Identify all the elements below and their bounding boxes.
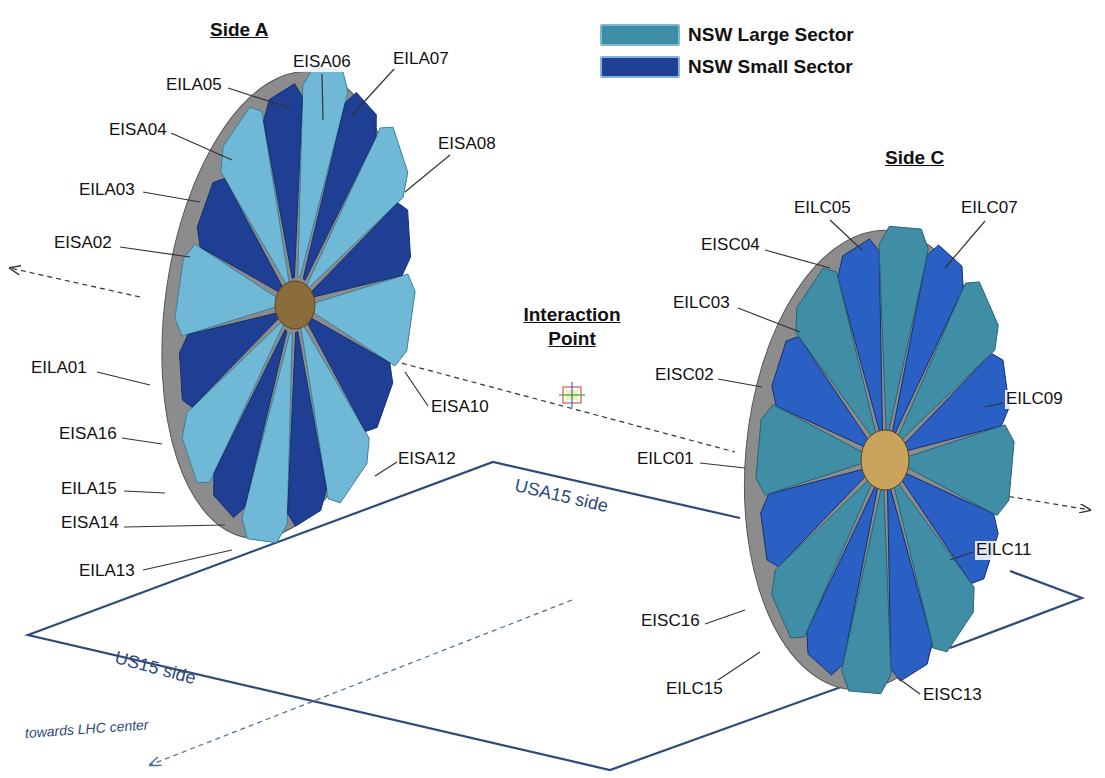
- beam-axis: [1000, 495, 1090, 510]
- sector-label: EILC09: [1005, 390, 1064, 409]
- sector-label: EISA06: [292, 53, 352, 72]
- sector-label: EISC16: [640, 612, 701, 631]
- ip-label: Interaction Point: [502, 303, 642, 351]
- sector-label: EILA13: [78, 562, 136, 581]
- sector-label: EISA08: [437, 135, 497, 154]
- sector: [772, 477, 874, 638]
- sector-label: EISA10: [430, 398, 490, 417]
- sector-label: EILA01: [30, 359, 88, 378]
- sector: [756, 405, 870, 496]
- floor-label: USA15 side: [513, 476, 610, 517]
- legend-swatch: [600, 56, 680, 78]
- legend-swatch: [600, 24, 680, 46]
- sector-label: EISA16: [58, 425, 118, 444]
- sector-label: EISA14: [60, 514, 120, 533]
- sector-label: EILC03: [672, 294, 731, 313]
- sector-label: EILA05: [165, 76, 223, 95]
- side-title: Side A: [210, 20, 268, 41]
- sector-label: EISA04: [108, 121, 168, 140]
- wheel-frame: [726, 220, 1016, 701]
- wheel-hub: [861, 430, 909, 490]
- sector-label: EILA03: [78, 181, 136, 200]
- sector: [180, 312, 281, 407]
- lhc-direction: [150, 600, 572, 765]
- sector-label: EILC01: [636, 450, 695, 469]
- wheel-side-a: [134, 56, 428, 554]
- legend-text: NSW Large Sector: [688, 24, 854, 46]
- sector-label: EILA07: [392, 50, 450, 69]
- sector: [264, 84, 303, 279]
- sector: [309, 203, 410, 298]
- wheel-frame: [134, 56, 428, 554]
- sector-label: EISC02: [654, 366, 715, 385]
- direction-label: towards LHC center: [24, 717, 148, 741]
- legend-text: NSW Small Sector: [688, 56, 853, 78]
- interaction-point: [559, 382, 585, 408]
- sector: [306, 316, 393, 432]
- sector-label: EISA12: [397, 450, 457, 469]
- sector-label: EILC05: [793, 199, 852, 218]
- sector: [900, 425, 1014, 516]
- sector: [893, 479, 974, 652]
- beam-axis: [10, 268, 140, 297]
- sector-label: EISC04: [700, 236, 761, 255]
- sector-label: EILA15: [60, 480, 118, 499]
- side-title: Side C: [885, 148, 944, 169]
- sector: [796, 268, 877, 441]
- sector-label: EILC11: [975, 541, 1032, 560]
- wheel-hub: [275, 281, 315, 329]
- sector: [288, 331, 327, 526]
- sector: [197, 179, 284, 295]
- sector-label: EISC13: [922, 686, 983, 705]
- sector-label: EISA02: [53, 234, 113, 253]
- wheel-side-c: [726, 220, 1016, 701]
- floor-outline: [28, 462, 1082, 770]
- sector: [897, 282, 999, 443]
- leader-lines: [97, 68, 1003, 694]
- floor-label: US15 side: [112, 648, 197, 689]
- legend-row: NSW Large Sector: [600, 24, 854, 46]
- sector-label: EILC15: [665, 680, 724, 699]
- legend-row: NSW Small Sector: [600, 56, 853, 78]
- sector-label: EILC07: [960, 199, 1019, 218]
